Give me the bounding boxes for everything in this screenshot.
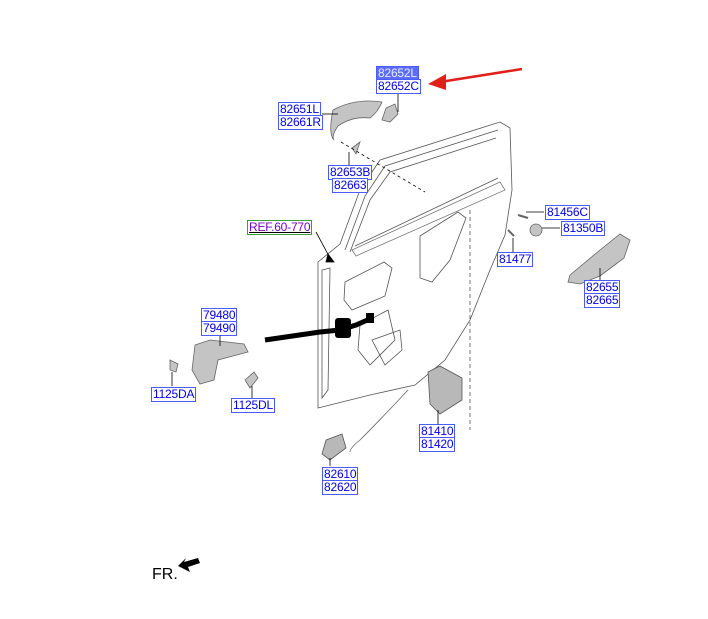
callout-81410[interactable]: 81410 [419, 424, 456, 439]
callout-82661R[interactable]: 82661R [278, 115, 323, 130]
callout-1125DL[interactable]: 1125DL [231, 398, 275, 413]
latch-parts-right [507, 214, 631, 285]
callout-81350B[interactable]: 81350B [561, 221, 606, 236]
reference-link-60-770[interactable]: REF.60-770 [247, 220, 313, 235]
callout-82610[interactable]: 82610 [322, 467, 359, 482]
outside-handle [330, 100, 399, 155]
callout-79490[interactable]: 79490 [201, 321, 238, 336]
highlight-arrow [428, 67, 523, 90]
callout-82663[interactable]: 82663 [332, 178, 369, 193]
door-latch [349, 365, 463, 453]
callout-81456C[interactable]: 81456C [545, 205, 590, 220]
callout-82665[interactable]: 82665 [584, 293, 621, 308]
callout-82651L[interactable]: 82651L [278, 102, 321, 117]
door-checker [169, 339, 259, 389]
door-panel [317, 121, 513, 430]
callout-82653B[interactable]: 82653B [328, 165, 373, 180]
leader-lines [171, 93, 601, 466]
callout-82620[interactable]: 82620 [322, 480, 359, 495]
callout-1125DA[interactable]: 1125DA [151, 387, 197, 402]
front-direction-label: FR. [152, 566, 178, 583]
callout-81420[interactable]: 81420 [419, 437, 456, 452]
callout-82652C[interactable]: 82652C [376, 79, 421, 94]
callout-79480[interactable]: 79480 [201, 308, 238, 323]
inside-handle [321, 433, 347, 461]
front-direction-arrow [178, 558, 200, 572]
callout-81477[interactable]: 81477 [497, 252, 534, 267]
wiring-harness [264, 313, 374, 343]
callout-82652L[interactable]: 82652L [376, 66, 419, 81]
